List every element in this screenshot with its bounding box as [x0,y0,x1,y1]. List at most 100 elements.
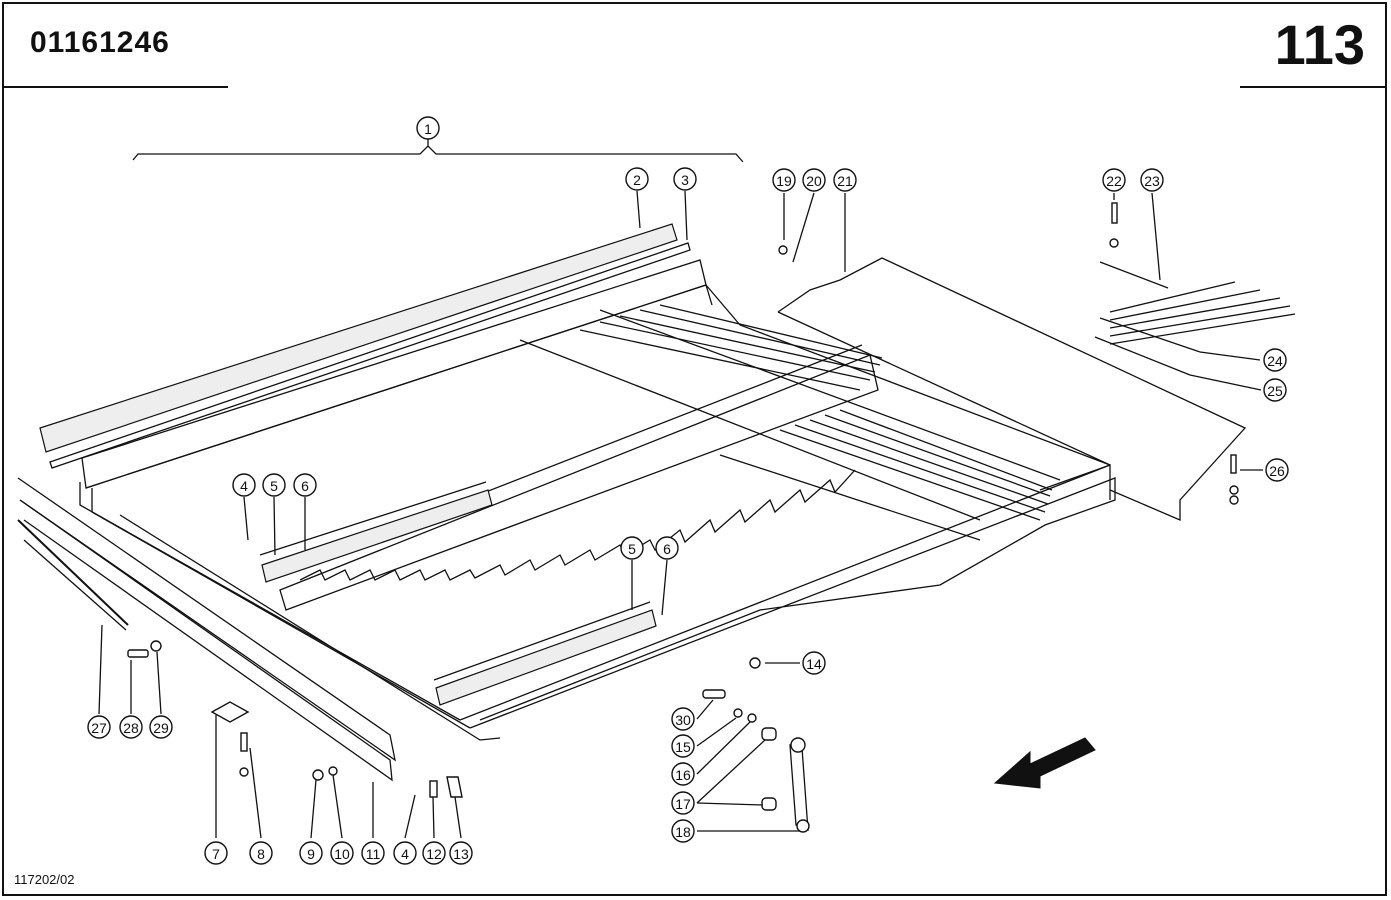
page-number: 113 [1274,13,1365,76]
callout-1: 1 [416,116,440,140]
callout-circle [393,841,417,865]
callout-circle [87,715,111,739]
callout-circle [422,841,446,865]
callout-circle [361,841,385,865]
callout-label: 29 [153,720,169,736]
callout-28: 28 [119,715,143,739]
callout-7: 7 [204,841,228,865]
callout-circle [1265,458,1289,482]
callout-circle [232,473,256,497]
callout-label: 5 [628,541,636,557]
callout-label: 21 [837,173,853,189]
callout-circle [671,707,695,731]
callout-label: 20 [806,173,822,189]
callout-12: 12 [422,841,446,865]
callout-label: 22 [1106,173,1122,189]
hanger-part [761,727,810,833]
callout-circle [1140,168,1164,192]
callout-circle [293,473,317,497]
callout-label: 4 [401,846,409,862]
callout-4: 4 [232,473,256,497]
strip-lower-part [433,601,657,706]
callout-label: 5 [270,478,278,494]
callout-11: 11 [361,841,385,865]
callout-label: 27 [91,720,107,736]
callout-23: 23 [1140,168,1164,192]
callout-9: 9 [299,841,323,865]
callout-6: 6 [655,536,679,560]
part-number: 01161246 [30,26,170,59]
callout-label: 13 [453,846,469,862]
callout-27: 27 [87,715,111,739]
callout-circle [299,841,323,865]
callout-15: 15 [671,734,695,758]
callout-21: 21 [833,168,857,192]
callout-label: 30 [675,712,691,728]
header-rule-left [2,86,228,88]
callout-circle [1263,378,1287,402]
callout-label: 9 [307,846,315,862]
callout-13: 13 [449,841,473,865]
callout-label: 8 [257,846,265,862]
callout-label: 19 [776,173,792,189]
callout-16: 16 [671,762,695,786]
leader-lines [98,128,1263,839]
callout-circle [802,168,826,192]
callout-label: 14 [806,656,822,672]
callout-label: 12 [426,846,442,862]
callout-circle [673,167,697,191]
callout-18: 18 [671,819,695,843]
callout-14: 14 [802,651,826,675]
callout-label: 4 [240,478,248,494]
callout-label: 28 [123,720,139,736]
callout-label: 23 [1144,173,1160,189]
callout-label: 18 [675,824,691,840]
callout-label: 26 [1269,463,1285,479]
callout-circle [149,715,173,739]
callout-circle [204,841,228,865]
callout-circle [772,168,796,192]
callout-26: 26 [1265,458,1289,482]
callout-circle [119,715,143,739]
callout-30: 30 [671,707,695,731]
callout-circle [833,168,857,192]
callout-22: 22 [1102,168,1126,192]
main-frame-part [79,259,1116,741]
callout-circle [1263,348,1287,372]
callout-3: 3 [673,167,697,191]
callout-20: 20 [802,168,826,192]
callout-2: 2 [625,167,649,191]
callout-label: 2 [633,172,641,188]
callout-circle [620,536,644,560]
side-rail-part [17,477,396,782]
callout-10: 10 [330,841,354,865]
callout-4: 4 [393,841,417,865]
callout-19: 19 [772,168,796,192]
callout-circle [249,841,273,865]
direction-arrow-icon [993,737,1096,789]
slats-rear-part [579,304,883,391]
callout-24: 24 [1263,348,1287,372]
callout-label: 1 [424,121,432,137]
callout-label: 6 [301,478,309,494]
cover-plate-part [777,257,1247,521]
callout-25: 25 [1263,378,1287,402]
callout-label: 15 [675,739,691,755]
callout-label: 11 [366,846,381,862]
assembly-bracket [132,145,744,163]
callout-circle [449,841,473,865]
callout-circle [416,116,440,140]
callout-5: 5 [262,473,286,497]
callout-6: 6 [293,473,317,497]
callout-label: 17 [675,796,691,812]
callout-circle [671,762,695,786]
callout-circle [655,536,679,560]
comb-part [1094,261,1296,376]
callout-circle [671,791,695,815]
hardware-parts [127,202,1239,798]
callout-label: 16 [675,767,691,783]
callout-circle [802,651,826,675]
